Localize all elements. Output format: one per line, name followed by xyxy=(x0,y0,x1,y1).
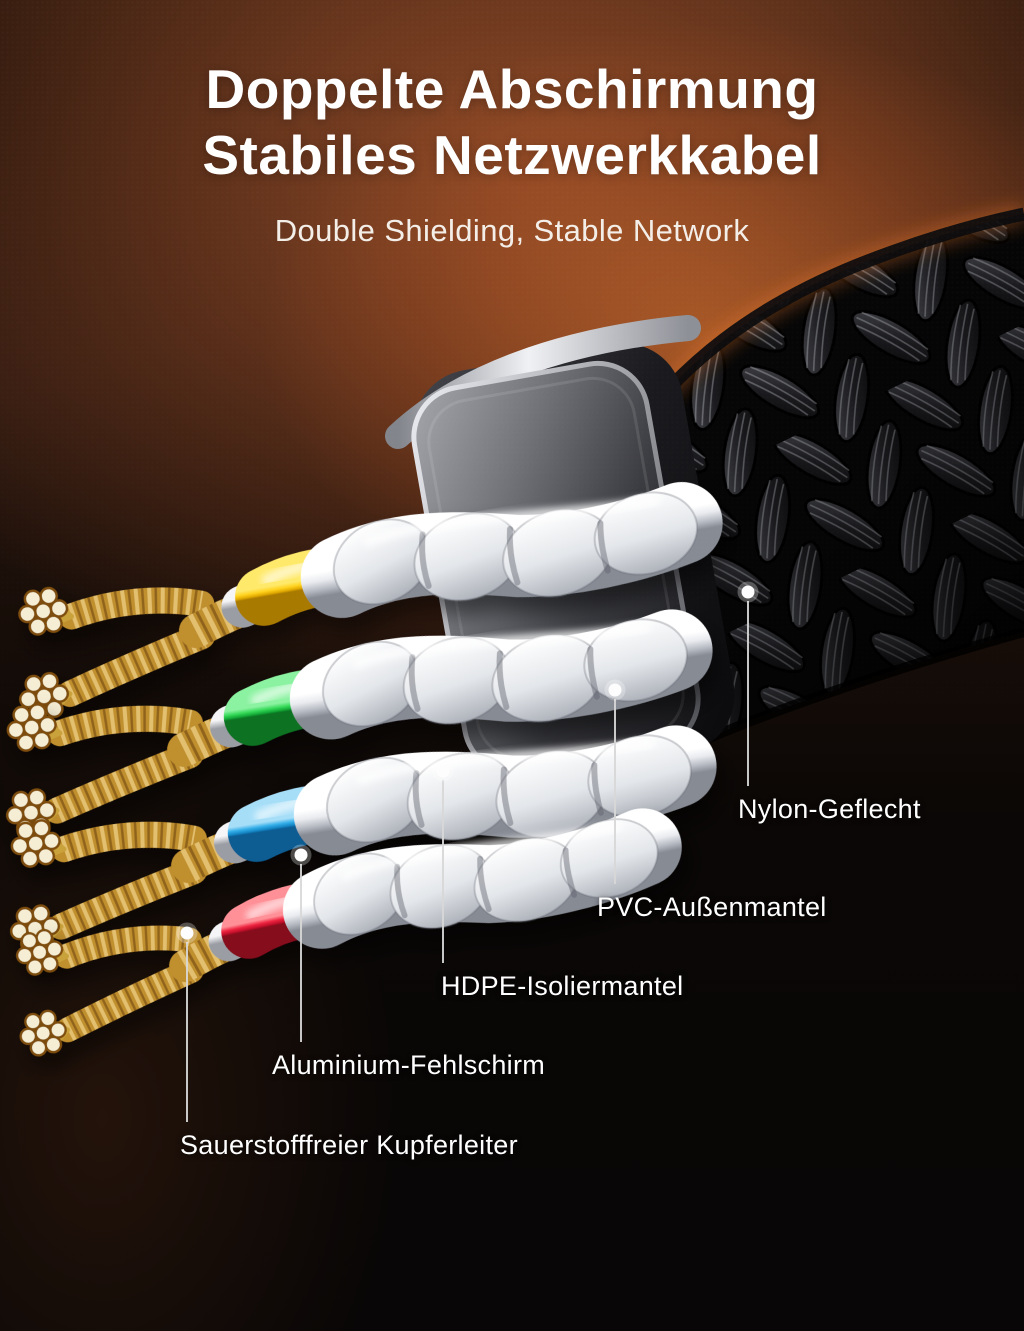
page-title: Doppelte Abschirmung Stabiles Netzwerkka… xyxy=(0,56,1024,188)
callout-label-pvc-jacket: PVC-Außenmantel xyxy=(597,892,827,922)
callout-label-aluminium-foil-shield: Aluminium-Fehlschirm xyxy=(272,1050,546,1080)
callout-leaders xyxy=(186,601,749,1122)
twisted-pair-green xyxy=(0,581,703,838)
twisted-pair-red xyxy=(0,781,677,1058)
title-line-2: Stabiles Netzwerkkabel xyxy=(202,124,822,186)
callout-dot-icon xyxy=(737,581,759,603)
callout-label-nylon-braid: Nylon-Geflecht xyxy=(738,794,921,824)
callout-label-oxygen-free-copper: Sauerstofffreier Kupferleiter xyxy=(180,1130,518,1160)
page-subtitle: Double Shielding, Stable Network xyxy=(274,213,750,248)
twisted-pair-blue xyxy=(0,697,707,954)
callout-dot-icon xyxy=(290,844,312,866)
callout-dot-icon xyxy=(176,922,198,944)
callout-label-hdpe-insulation: HDPE-Isoliermantel xyxy=(441,971,684,1001)
callout-dots xyxy=(176,581,759,944)
callout-dot-icon xyxy=(604,679,626,701)
twisted-pair-yellow xyxy=(0,453,714,722)
callout-dot-icon xyxy=(432,760,454,782)
title-line-1: Doppelte Abschirmung xyxy=(205,58,819,120)
